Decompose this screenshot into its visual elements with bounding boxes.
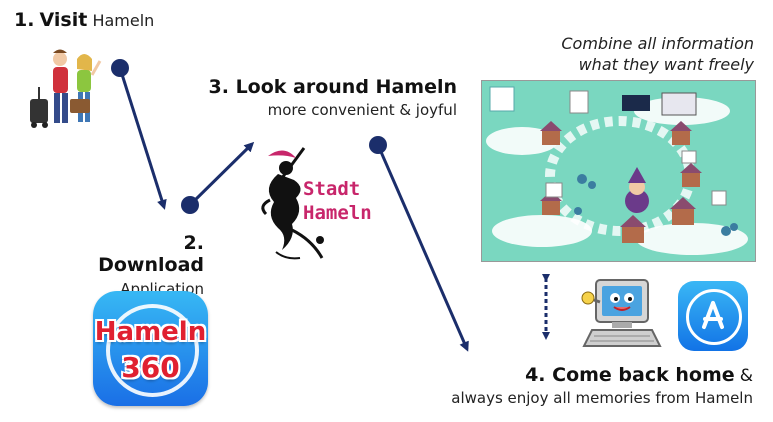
app-store-icon[interactable]	[678, 281, 748, 351]
step-download: 2. Download Application	[72, 232, 204, 298]
step-home-subtitle: always enjoy all memories from Hameln	[451, 389, 753, 407]
travelers-icon	[30, 49, 102, 128]
app-ring-decoration	[106, 304, 199, 397]
app-name-line2: 360	[121, 351, 180, 384]
step-download-title: 2. Download	[98, 232, 204, 276]
step-look-around: 3. Look around Hameln more convenient & …	[200, 76, 457, 119]
app-store-a-icon	[702, 301, 724, 329]
step-visit-place: Hameln	[92, 11, 155, 30]
step-home-amp: &	[739, 366, 753, 386]
step-visit: 1. Visit Hameln	[14, 9, 154, 31]
arrow-download-to-look	[181, 141, 255, 214]
logo-line2: Hameln	[303, 202, 372, 224]
hameln360-app-icon[interactable]: Hameln 360	[93, 291, 208, 406]
combine-caption: Combine all information what they want f…	[480, 33, 754, 75]
step-visit-number: 1.	[14, 9, 35, 31]
step-come-back-home: 4. Come back home & always enjoy all mem…	[380, 364, 753, 407]
app-name-line1: Hameln	[94, 317, 207, 347]
step-look-title: 3. Look around Hameln	[208, 76, 457, 98]
pied-piper-icon	[261, 147, 324, 260]
step-home-title: 4. Come back home	[525, 364, 735, 386]
app-store-ring	[686, 289, 742, 345]
arrow-visit-to-download	[111, 59, 167, 210]
computer-mascot-icon	[581, 279, 662, 347]
app-map-illustration	[486, 86, 748, 255]
step-visit-title: Visit	[39, 9, 88, 31]
combine-line2: what they want freely	[578, 55, 754, 74]
combine-line1: Combine all information	[561, 34, 754, 53]
app-screenshot	[481, 80, 756, 262]
arrow-look-to-home	[369, 136, 469, 352]
step-look-subtitle: more convenient & joyful	[267, 101, 457, 119]
stadt-hameln-logo: Stadt Hameln	[303, 177, 372, 225]
logo-line1: Stadt	[303, 178, 361, 200]
